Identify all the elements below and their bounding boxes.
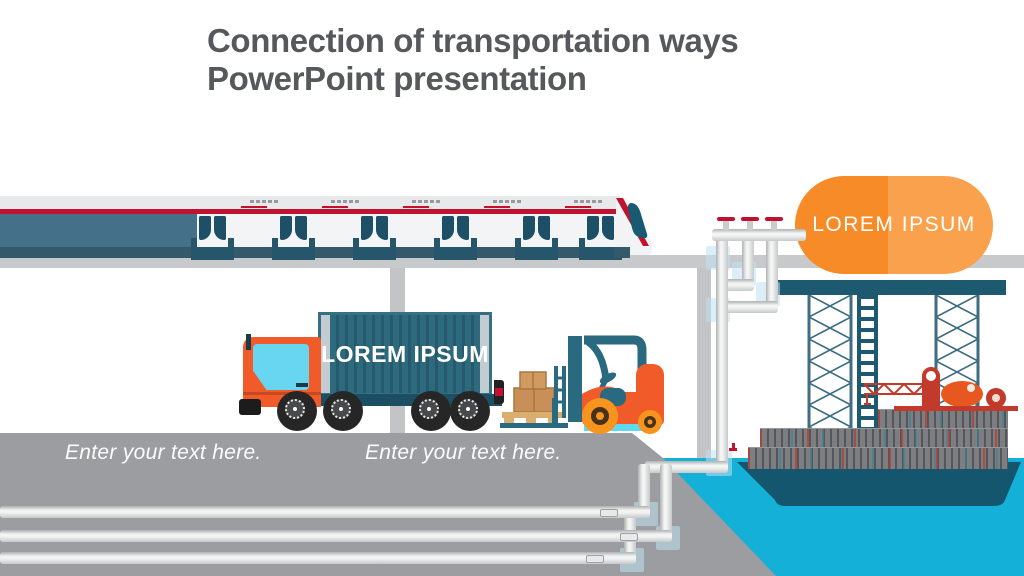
train-red-stripe	[0, 209, 620, 214]
ship-hull	[737, 462, 1021, 506]
roof-vent-dashes	[250, 200, 280, 203]
valve-handle[interactable]	[765, 217, 783, 221]
container-corner-post	[321, 315, 330, 393]
valve-stem	[771, 221, 777, 230]
train-door	[523, 216, 535, 240]
pipe-run-top	[645, 461, 728, 473]
pipe-coupling	[600, 509, 618, 517]
pipe-vertical	[742, 236, 754, 290]
train-door	[587, 216, 599, 240]
train-roof	[0, 196, 620, 209]
valve-handle[interactable]	[717, 217, 735, 221]
train-door	[602, 216, 614, 240]
road-text-left[interactable]: Enter your text here.	[65, 441, 262, 464]
pipe-coupling	[586, 555, 604, 563]
container-corner-post	[480, 315, 489, 393]
truck-wheel	[411, 391, 451, 431]
container-row-middle	[760, 428, 1008, 449]
slide-title[interactable]: Connection of transportation ways PowerP…	[207, 22, 739, 98]
roof-vent-dashes	[574, 200, 604, 203]
truck-taillight	[495, 388, 503, 396]
roof-red-dash	[241, 206, 267, 208]
road-text-right[interactable]: Enter your text here.	[365, 441, 562, 464]
train-door	[214, 216, 226, 240]
fork-tine	[500, 423, 568, 428]
train-door	[280, 216, 292, 240]
underground-pipe-1	[0, 506, 650, 518]
truck-window	[253, 344, 309, 390]
truck-wheel	[323, 391, 363, 431]
truck-container-label-wrap: LOREM IPSUM	[318, 312, 492, 396]
roof-red-dash	[403, 206, 429, 208]
harbor-crane	[863, 367, 1018, 411]
ladder	[857, 295, 878, 453]
pipe-elbow-run	[724, 279, 754, 291]
pipe-main-riser	[716, 238, 728, 466]
side-valve	[729, 448, 737, 451]
valve-handle[interactable]	[741, 217, 759, 221]
forklift-illustration	[500, 335, 664, 434]
roof-red-dash	[565, 206, 591, 208]
train-door	[538, 216, 550, 240]
slide-title-line2: PowerPoint presentation	[207, 60, 587, 97]
side-valve	[732, 443, 735, 449]
roof-vent-dashes	[493, 200, 523, 203]
wheel-hub	[458, 399, 478, 419]
wheel-hub	[331, 399, 351, 419]
container-row-top	[878, 409, 1008, 430]
container-row-bottom	[748, 447, 1008, 469]
pallet	[502, 412, 564, 418]
pipe-manifold	[712, 229, 806, 241]
lift-carriage	[554, 366, 566, 418]
underground-pipe-2	[0, 530, 672, 542]
train-door	[199, 216, 211, 240]
truck-body-crease	[243, 392, 321, 395]
train-door	[376, 216, 388, 240]
train-illustration	[0, 196, 660, 260]
train-door	[361, 216, 373, 240]
pipe-vertical	[660, 464, 672, 542]
tank-label[interactable]: LOREM IPSUM	[812, 213, 976, 236]
underground-pipe-3	[0, 552, 636, 564]
slide-title-line1: Connection of transportation ways	[207, 22, 739, 59]
platform-beam	[778, 280, 1006, 295]
roof-red-dash	[484, 206, 510, 208]
steering-wheel	[599, 372, 617, 384]
truck-front-bumper	[239, 399, 261, 415]
pipe-elbow-run	[724, 301, 778, 313]
truck-container-label[interactable]: LOREM IPSUM	[321, 340, 489, 367]
wheel-hub	[419, 399, 439, 419]
truck-door-handle	[296, 383, 308, 387]
truck-mirror	[246, 334, 251, 350]
roof-vent-dashes	[331, 200, 361, 203]
overhead-guard	[584, 335, 647, 386]
train-door	[295, 216, 307, 240]
train-rear-car	[0, 214, 197, 247]
truck-wheel	[277, 391, 317, 431]
pipe-coupling	[620, 533, 638, 541]
valve-stem	[723, 221, 729, 230]
track-column-right	[697, 268, 711, 460]
roof-vent-dashes	[412, 200, 442, 203]
valve-stem	[747, 221, 753, 230]
truck-wheel	[450, 391, 490, 431]
forklift-mast	[568, 336, 582, 422]
wheel-hub	[285, 399, 305, 419]
pipe-vertical	[766, 236, 778, 308]
train-door	[457, 216, 469, 240]
train-nose	[614, 198, 652, 258]
train-door	[442, 216, 454, 240]
pipe-vertical	[638, 464, 650, 518]
roof-red-dash	[322, 206, 348, 208]
skid-strip	[584, 424, 648, 431]
train-underbody	[0, 247, 630, 258]
storage-tank: LOREM IPSUM	[795, 176, 993, 274]
